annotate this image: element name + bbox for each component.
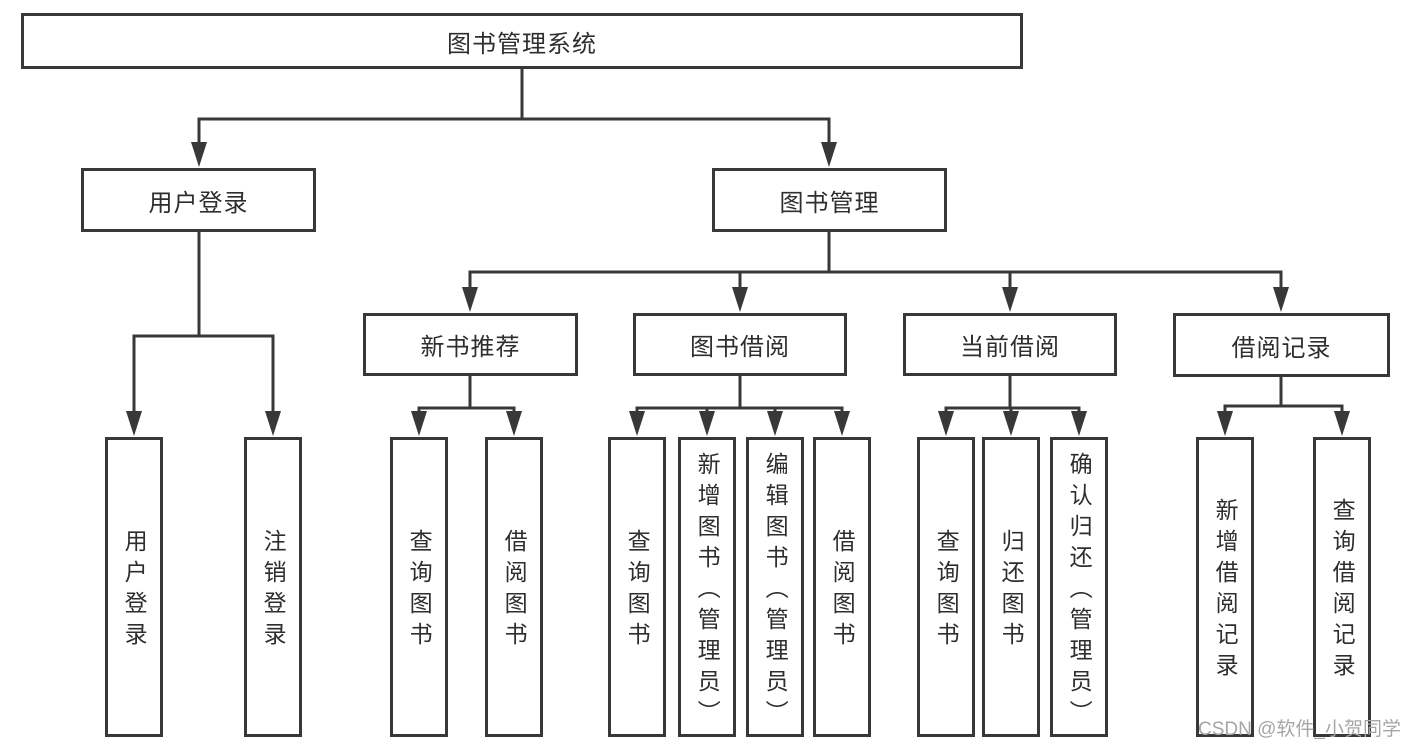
leaf-logout: 注销登录 bbox=[244, 437, 302, 737]
node-current-borrow: 当前借阅 bbox=[903, 313, 1117, 376]
node-user-login: 用户登录 bbox=[81, 168, 316, 232]
leaf-bb-add-books-admin: 新增图书（管理员） bbox=[678, 437, 736, 737]
leaf-bb-borrow-books: 借阅图书 bbox=[813, 437, 871, 737]
leaf-label: 借阅图书 bbox=[829, 529, 856, 653]
leaf-label: 查询借阅记录 bbox=[1329, 498, 1356, 684]
node-new-book-rec: 新书推荐 bbox=[363, 313, 578, 376]
leaf-cb-confirm-return-admin: 确认归还（管理员） bbox=[1050, 437, 1108, 737]
node-book-borrow: 图书借阅 bbox=[633, 313, 847, 376]
leaf-label: 确认归还（管理员） bbox=[1066, 451, 1093, 731]
leaf-cb-query-books: 查询图书 bbox=[917, 437, 975, 737]
leaf-bb-query-books: 查询图书 bbox=[608, 437, 666, 737]
leaf-label: 用户登录 bbox=[121, 529, 148, 653]
leaf-label: 编辑图书（管理员） bbox=[762, 451, 789, 731]
leaf-nb-query-books: 查询图书 bbox=[390, 437, 448, 737]
leaf-label: 查询图书 bbox=[933, 529, 960, 653]
leaf-label: 归还图书 bbox=[998, 529, 1025, 653]
node-borrow-record: 借阅记录 bbox=[1173, 313, 1390, 377]
leaf-label: 查询图书 bbox=[624, 529, 651, 653]
leaf-label: 借阅图书 bbox=[501, 529, 528, 653]
leaf-nb-borrow-books: 借阅图书 bbox=[485, 437, 543, 737]
leaf-br-query-record: 查询借阅记录 bbox=[1313, 437, 1371, 737]
node-root: 图书管理系统 bbox=[21, 13, 1023, 69]
leaf-label: 注销登录 bbox=[260, 529, 287, 653]
leaf-br-add-record: 新增借阅记录 bbox=[1196, 437, 1254, 737]
leaf-user-login: 用户登录 bbox=[105, 437, 163, 737]
leaf-label: 新增图书（管理员） bbox=[694, 451, 721, 731]
node-book-mgmt: 图书管理 bbox=[712, 168, 947, 232]
leaf-label: 新增借阅记录 bbox=[1212, 498, 1239, 684]
watermark: CSDN @软件_小贺同学 bbox=[1198, 719, 1401, 740]
leaf-label: 查询图书 bbox=[406, 529, 433, 653]
leaf-cb-return-books: 归还图书 bbox=[982, 437, 1040, 737]
leaf-bb-edit-books-admin: 编辑图书（管理员） bbox=[746, 437, 804, 737]
